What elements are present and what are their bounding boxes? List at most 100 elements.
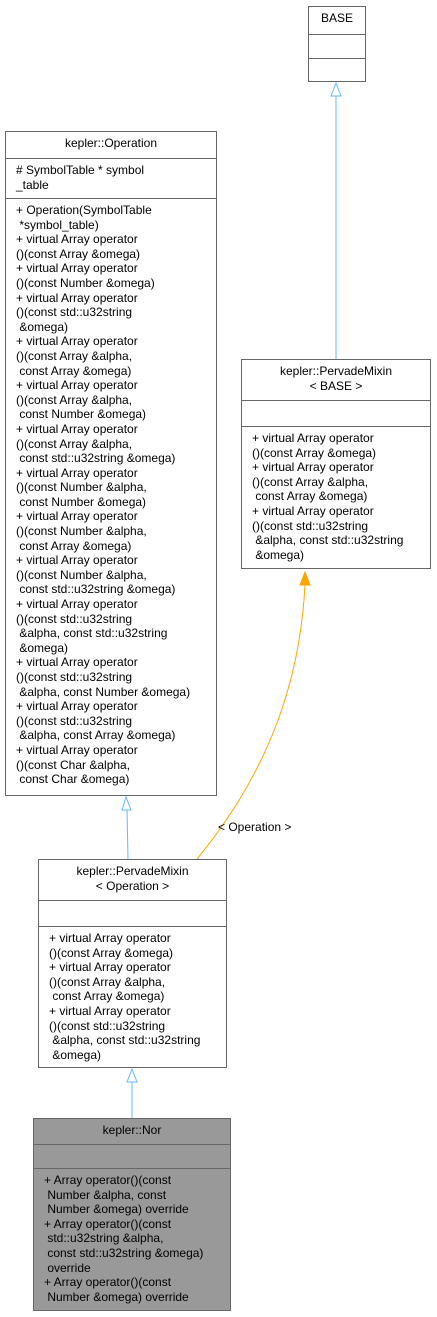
class-title: kepler::PervadeMixin< BASE > xyxy=(242,360,430,400)
member-line: + virtual Array operator xyxy=(49,1003,171,1018)
member-line: ()(const std::u32string xyxy=(49,1018,166,1033)
member-line: _table xyxy=(16,177,49,192)
member-line: ()(const std::u32string xyxy=(16,305,133,320)
member-line: const std::u32string &omega) xyxy=(44,1245,204,1260)
member-line: # SymbolTable * symbol xyxy=(16,163,145,177)
member-line: + Array operator()(const xyxy=(44,1216,172,1231)
member-line: const Array &omega) xyxy=(16,363,132,378)
member-line: + virtual Array operator xyxy=(252,460,374,475)
member-line: &alpha, const Number &omega) xyxy=(16,684,191,699)
member-line: < BASE > xyxy=(309,378,363,393)
member-line: std::u32string &alpha, xyxy=(44,1231,164,1246)
member-line: ()(const Array &omega) xyxy=(16,246,141,261)
member-line: + virtual Array operator xyxy=(16,553,138,568)
inheritance-edge-operation xyxy=(126,807,129,860)
member-line: ()(const Array &alpha, xyxy=(16,348,133,363)
member-line: ()(const Char &alpha, xyxy=(16,757,131,772)
member-line: < Operation > xyxy=(95,878,170,893)
class-title: kepler::PervadeMixin< Operation > xyxy=(39,860,226,900)
class-nor[interactable]: kepler::Nor + Array operator()(const Num… xyxy=(33,1118,231,1311)
member-line: const std::u32string &omega) xyxy=(16,451,176,466)
member-line: ()(const Array &alpha, xyxy=(49,974,166,989)
template-arrowhead xyxy=(299,570,311,586)
member-line: + virtual Array operator xyxy=(49,931,171,945)
member-line: ()(const Array &alpha, xyxy=(16,436,133,451)
member-line: kepler::PervadeMixin xyxy=(76,864,189,878)
class-pervade-mixin-operation[interactable]: kepler::PervadeMixin< Operation > + virt… xyxy=(38,859,227,1068)
member-line: ()(const Number &alpha, xyxy=(16,567,147,582)
inheritance-arrowhead-pervade xyxy=(126,1067,138,1083)
member-line: ()(const Array &alpha, xyxy=(252,474,369,489)
member-line: + virtual Array operator xyxy=(16,378,138,393)
member-line: + virtual Array operator xyxy=(16,465,138,480)
member-line: &alpha, const std::u32string xyxy=(16,626,168,641)
member-line: &omega) xyxy=(16,319,69,334)
class-attributes xyxy=(39,900,226,926)
member-line: const Array &omega) xyxy=(49,989,165,1004)
member-line: + Array operator()(const xyxy=(44,1173,172,1187)
member-line: + Operation(SymbolTable xyxy=(16,203,152,217)
class-title: kepler::Nor xyxy=(34,1119,230,1144)
member-line: *symbol_table) xyxy=(16,217,99,232)
class-pervade-mixin-base[interactable]: kepler::PervadeMixin< BASE > + virtual A… xyxy=(241,359,431,569)
member-line: kepler::PervadeMixin xyxy=(279,364,393,378)
member-line: const Number &omega) xyxy=(16,494,147,509)
class-attributes xyxy=(242,400,430,426)
class-title: BASE xyxy=(309,7,365,34)
class-base[interactable]: BASE xyxy=(308,6,366,82)
class-operation[interactable]: kepler::Operation # SymbolTable * symbol… xyxy=(5,131,217,796)
member-line: + virtual Array operator xyxy=(16,232,138,247)
member-line: const Char &omega) xyxy=(16,772,130,787)
member-line: ()(const std::u32string xyxy=(16,713,133,728)
member-line: ()(const Array &omega) xyxy=(49,945,174,960)
member-line: ()(const Number &alpha, xyxy=(16,480,147,495)
member-line: const std::u32string &omega) xyxy=(16,582,176,597)
member-line: ()(const Array &omega) xyxy=(252,445,377,460)
member-line: + virtual Array operator xyxy=(16,334,138,349)
member-line: + virtual Array operator xyxy=(49,960,171,975)
class-attributes xyxy=(309,34,365,58)
member-line: ()(const Number &alpha, xyxy=(16,524,147,539)
member-line: + virtual Array operator xyxy=(16,290,138,305)
member-line: + virtual Array operator xyxy=(16,509,138,524)
class-methods: + Operation(SymbolTable *symbol_table)+ … xyxy=(6,198,216,792)
member-line: Number &omega) override xyxy=(44,1289,189,1304)
member-line: + virtual Array operator xyxy=(16,421,138,436)
class-attributes xyxy=(34,1144,230,1168)
class-attributes: # SymbolTable * symbol_table xyxy=(6,158,216,198)
member-line: &alpha, const Array &omega) xyxy=(16,728,176,743)
member-line: const Number &omega) xyxy=(16,407,147,422)
member-line: + virtual Array operator xyxy=(252,503,374,518)
class-methods xyxy=(309,58,365,82)
member-line: + virtual Array operator xyxy=(16,699,138,714)
member-line: ()(const std::u32string xyxy=(16,611,133,626)
member-line: + virtual Array operator xyxy=(252,431,374,445)
class-methods: + virtual Array operator()(const Array &… xyxy=(242,426,430,567)
member-line: &omega) xyxy=(16,640,69,655)
member-line: &alpha, const std::u32string xyxy=(49,1033,201,1048)
member-line: + virtual Array operator xyxy=(16,655,138,670)
class-methods: + Array operator()(const Number &alpha, … xyxy=(34,1168,230,1309)
member-line: kepler::Operation xyxy=(64,136,158,150)
member-line: kepler::Nor xyxy=(102,1123,162,1137)
class-title: kepler::Operation xyxy=(6,132,216,158)
member-line: const Array &omega) xyxy=(16,538,132,553)
member-line: &alpha, const std::u32string xyxy=(252,533,404,548)
member-line: + virtual Array operator xyxy=(16,597,138,612)
member-line: ()(const Number &omega) xyxy=(16,275,155,290)
member-line: override xyxy=(44,1260,91,1275)
template-edge xyxy=(196,584,306,860)
member-line: const Array &omega) xyxy=(252,489,368,504)
member-line: Number &omega) override xyxy=(44,1202,189,1217)
member-line: Number &alpha, const xyxy=(44,1187,167,1202)
member-line: &omega) xyxy=(252,547,305,562)
member-line: + virtual Array operator xyxy=(16,742,138,757)
inheritance-arrowhead-base xyxy=(330,81,342,97)
template-edge-label: < Operation > xyxy=(218,820,292,834)
member-line: BASE xyxy=(320,11,353,25)
member-line: ()(const std::u32string xyxy=(16,670,133,684)
class-methods: + virtual Array operator()(const Array &… xyxy=(39,926,226,1067)
member-line: &omega) xyxy=(49,1047,102,1062)
member-line: ()(const Array &alpha, xyxy=(16,392,133,407)
